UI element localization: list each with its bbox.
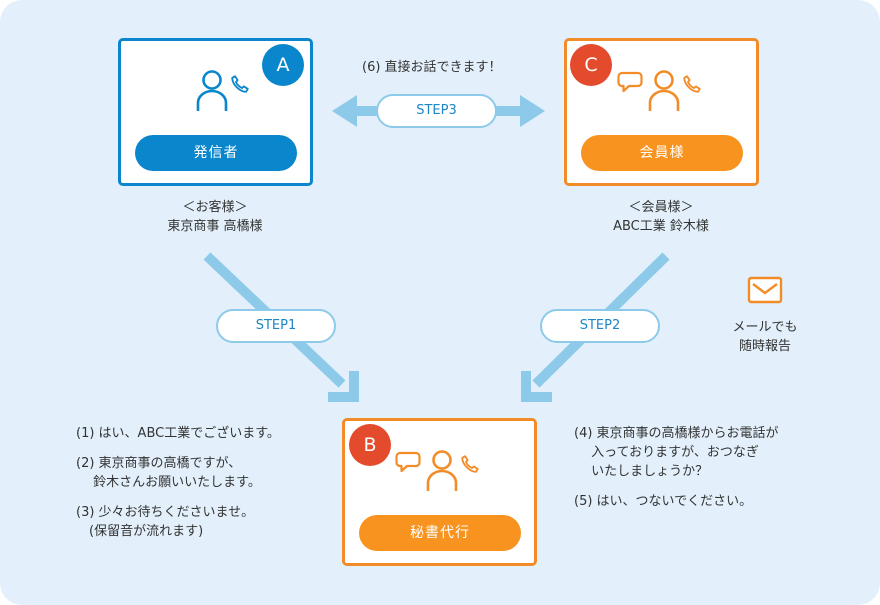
member-caption: ＜会員様＞ ABC工業 鈴木様 <box>586 198 736 236</box>
member-caption-line2: ABC工業 鈴木様 <box>613 219 709 234</box>
caller-caption-line1: ＜お客様＞ <box>182 200 248 215</box>
caller-caption-line2: 東京商事 高橋様 <box>167 219 263 234</box>
mail-icon <box>747 276 783 304</box>
dialogue-line: (3) 少々お待ちくださいませ。 <box>76 505 255 520</box>
phone-icon <box>683 75 701 93</box>
secretary-role-label: 秘書代行 <box>359 515 521 551</box>
person-icon <box>648 70 680 111</box>
dialogue-line: (保留音が流れます) <box>76 524 204 539</box>
mail-note-line1: メールでも <box>732 320 798 335</box>
mail-note-line2: 随時報告 <box>738 339 791 354</box>
dialogue-line: (5) はい、つないでください。 <box>574 494 753 509</box>
speech-bubble-icon <box>617 71 643 93</box>
secretary-badge: B <box>349 424 391 466</box>
dialogue-line: (2) 東京商事の高橋ですが、 <box>76 456 242 471</box>
phone-icon <box>231 75 249 93</box>
phone-icon <box>461 455 479 473</box>
caller-badge: A <box>262 44 304 86</box>
step3-label: STEP3 <box>376 94 497 128</box>
step2-label: STEP2 <box>540 309 660 343</box>
dialogue-line: 鈴木さんお願いいたします。 <box>76 475 261 490</box>
person-icon <box>426 450 458 491</box>
step3-note: (6) 直接お話できます！ <box>362 60 502 75</box>
dialogue-line: いたしましょうか？ <box>574 464 709 479</box>
dialogue-line: (4) 東京商事の高橋様からお電話が <box>574 426 779 441</box>
right-dialogue: (4) 東京商事の高橋様からお電話が 入っておりますが、おつなぎ いたしましょう… <box>574 424 779 511</box>
member-caption-line1: ＜会員様＞ <box>628 200 694 215</box>
dialogue-line: 入っておりますが、おつなぎ <box>574 445 759 460</box>
member-role-label: 会員様 <box>581 135 743 171</box>
dialogue-line: (1) はい、ABC工業でございます。 <box>76 426 280 441</box>
member-badge: C <box>570 44 612 86</box>
person-icon <box>196 70 228 111</box>
speech-bubble-icon <box>395 451 421 473</box>
left-dialogue: (1) はい、ABC工業でございます。 (2) 東京商事の高橋ですが、 鈴木さん… <box>76 424 280 541</box>
caller-caption: ＜お客様＞ 東京商事 高橋様 <box>140 198 290 236</box>
step1-label: STEP1 <box>216 309 336 343</box>
mail-note: メールでも 随時報告 <box>722 318 808 356</box>
caller-role-label: 発信者 <box>135 135 297 171</box>
